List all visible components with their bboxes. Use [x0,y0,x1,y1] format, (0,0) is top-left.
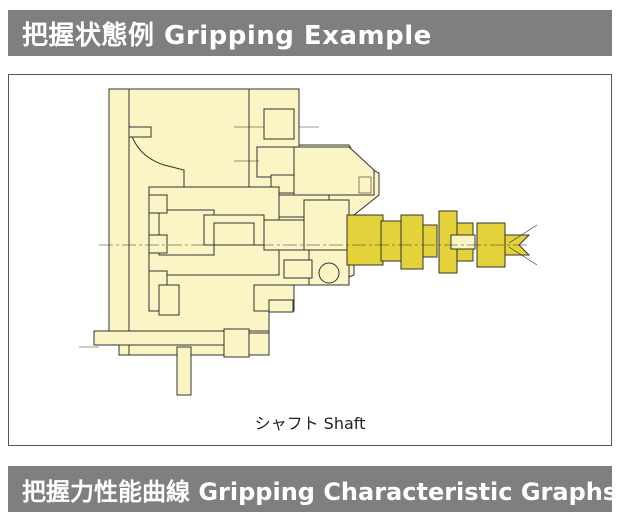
section-title-graphs: 把握力性能曲線 Gripping Characteristic Graphs [22,477,618,506]
gripper-cross-section-drawing [79,88,538,396]
section-header-gripping-example: 把握状態例 Gripping Example [8,10,612,56]
technical-drawing-frame: シャフト Shaft [8,74,612,446]
section-title: 把握状態例 Gripping Example [22,20,432,51]
figure-caption: シャフト Shaft [254,414,366,433]
section-header-gripping-graphs: 把握力性能曲線 Gripping Characteristic Graphs [8,466,617,512]
